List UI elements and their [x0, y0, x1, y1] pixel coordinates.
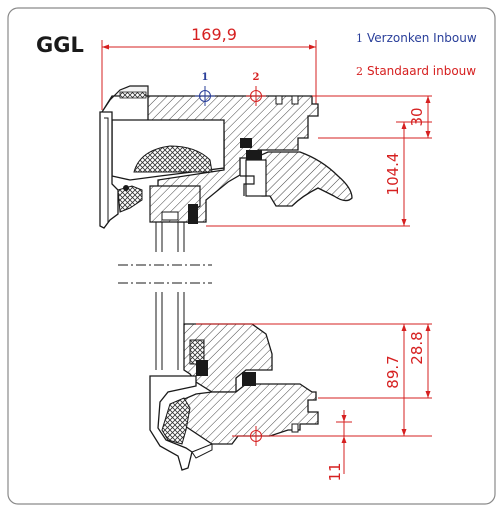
break-lines	[118, 264, 212, 284]
legend-number-1: 1	[356, 32, 363, 45]
legend-number-2: 2	[356, 65, 363, 78]
dimension-bottom-89: 89.7	[384, 355, 402, 388]
dimension-bottom-11: 11	[326, 462, 344, 481]
diagram-title: GGL	[36, 33, 84, 57]
dimension-bottom-28: 28.8	[408, 331, 426, 364]
marker-label-1: 1	[202, 72, 209, 83]
dimension-lines-bottom-right	[196, 323, 432, 474]
top-width-dimension	[101, 40, 317, 112]
marker-label-2: 2	[253, 72, 260, 83]
marker-verzonken-top	[195, 86, 215, 106]
dimension-top-30: 30	[408, 107, 426, 126]
dimension-top-width: 169,9	[191, 25, 237, 44]
dimension-lines-top-right	[206, 95, 432, 227]
dimension-top-104: 104.4	[384, 153, 402, 196]
top-frame-section	[99, 85, 353, 229]
marker-standaard-top	[246, 86, 266, 106]
legend-label-1: Verzonken Inbouw	[367, 31, 477, 45]
legend-label-2: Standaard inbouw	[367, 64, 476, 78]
bottom-frame-section	[149, 323, 319, 471]
